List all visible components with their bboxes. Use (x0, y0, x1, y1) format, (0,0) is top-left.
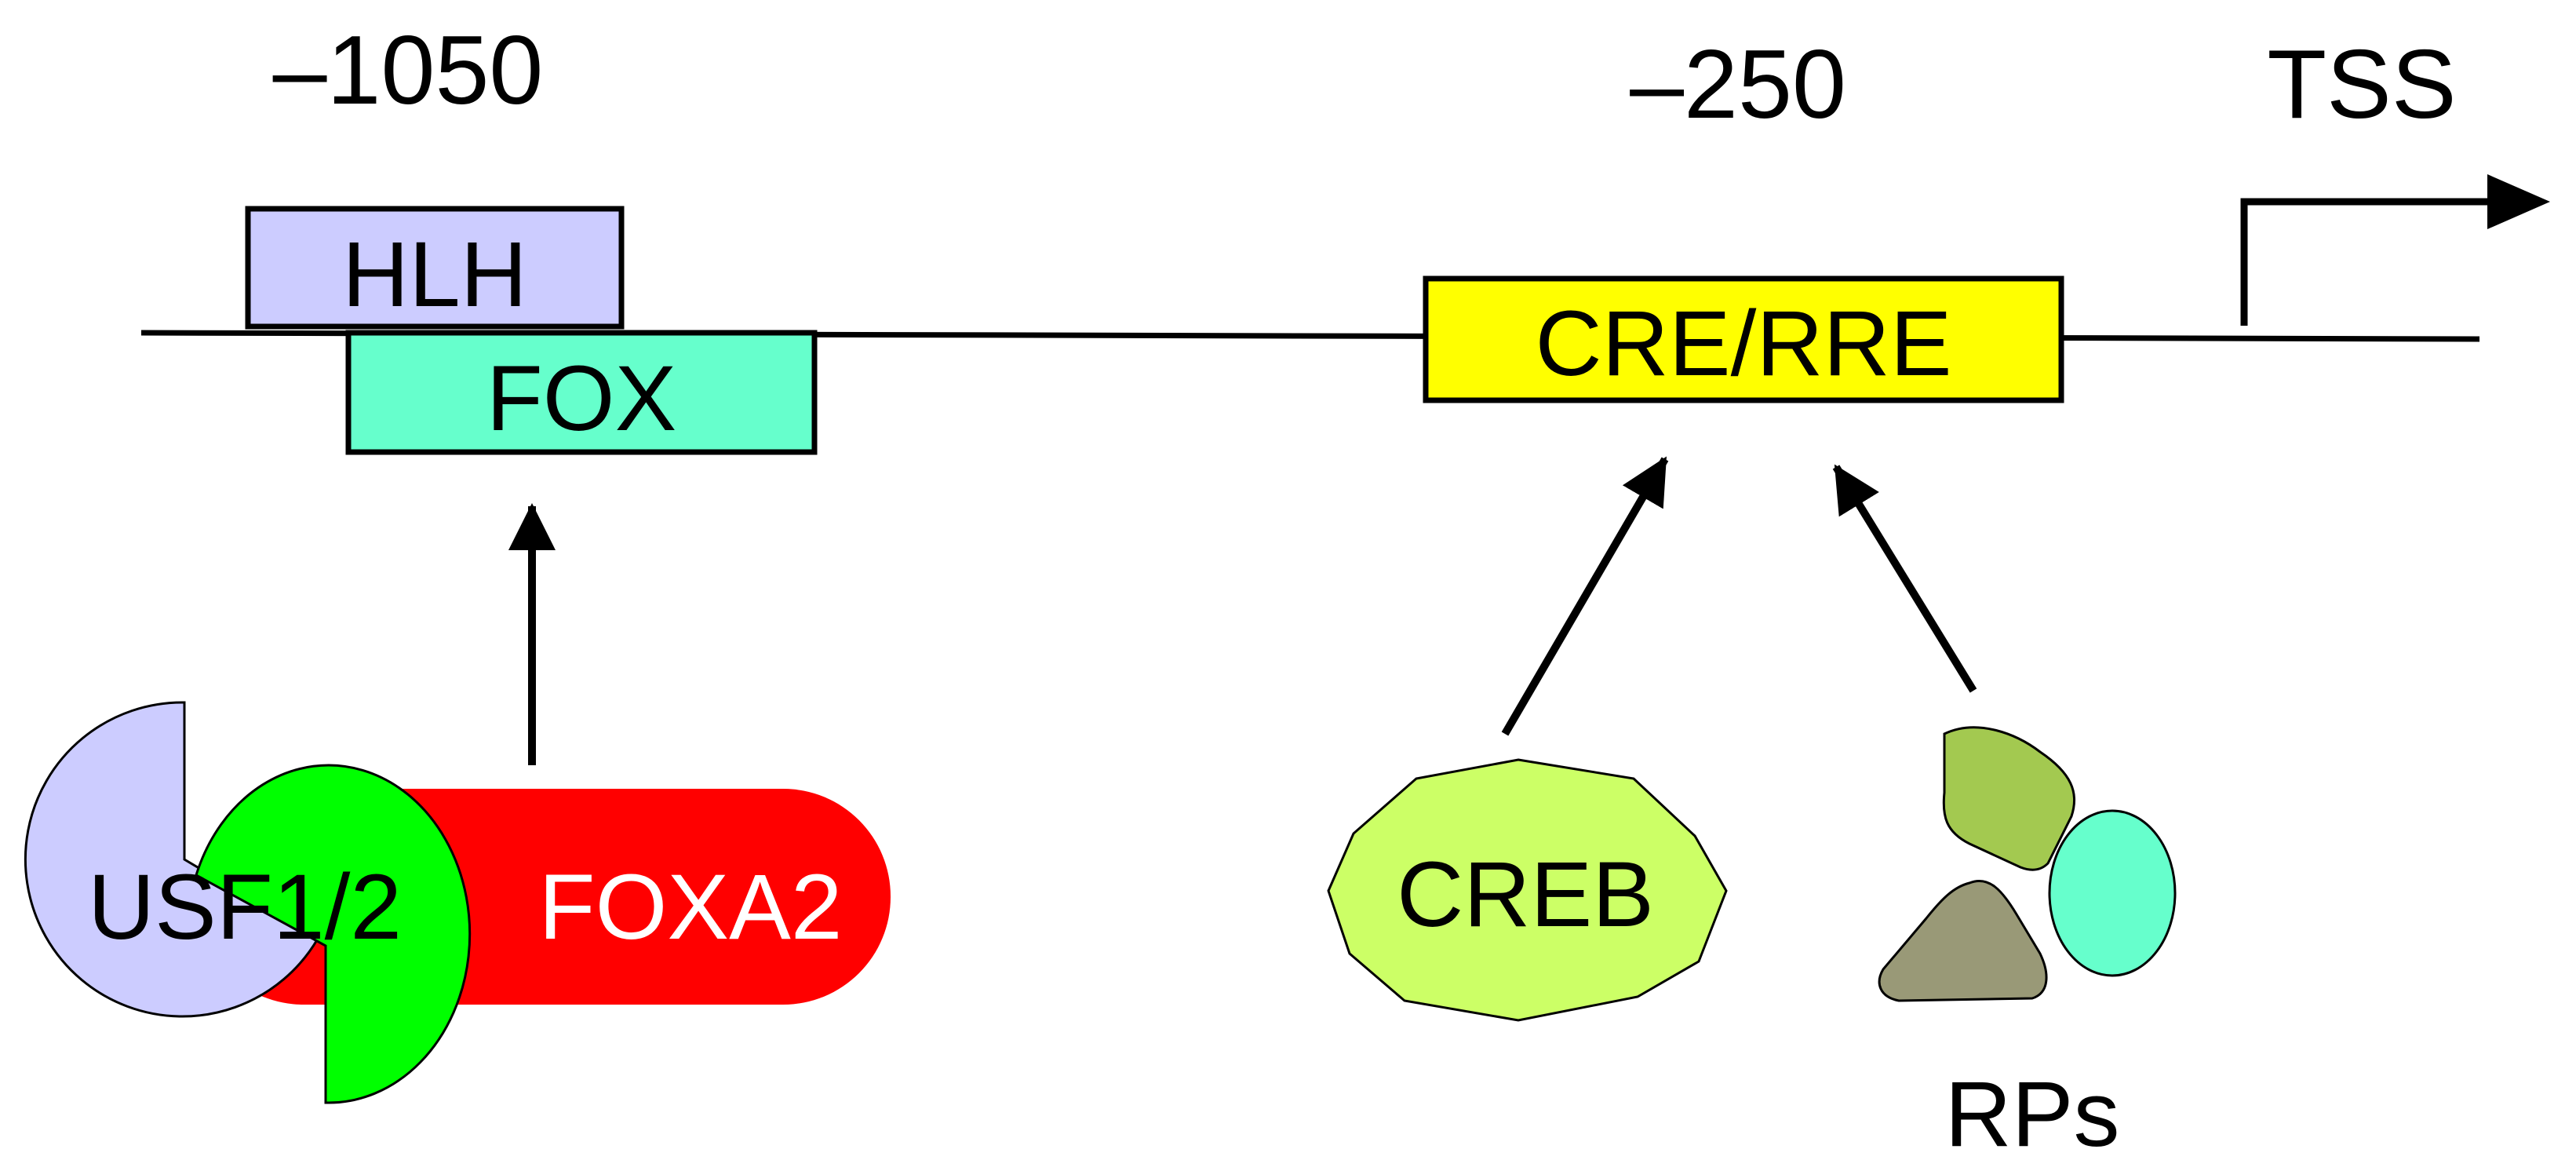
creb-label: CREB (1397, 843, 1654, 947)
foxa2-label: FOXA2 (539, 855, 843, 959)
rp-khaki-shape (1878, 879, 2048, 1002)
usf-protein (24, 701, 320, 1018)
green-protein (195, 764, 472, 1104)
rps-binding-arrow (1832, 464, 1977, 693)
fox-label: FOX (486, 347, 677, 451)
position-label-1050: –1050 (273, 16, 544, 125)
hlh-label: HLH (342, 223, 527, 326)
tss-label: TSS (2267, 31, 2456, 139)
rp-olive-shape (1942, 726, 2076, 871)
tss-arrowhead (2487, 174, 2550, 229)
tss-arrow (2240, 198, 2503, 326)
usf-label: USF1/2 (88, 855, 402, 959)
hlh-element: HLH (245, 206, 625, 330)
cre-rre-label: CRE/RRE (1535, 292, 1951, 396)
fox-element: FOX (345, 330, 818, 455)
cre-rre-element: CRE/RRE (1423, 275, 2064, 403)
creb-binding-arrow (1501, 456, 1669, 736)
rps-proteins: RPs (1878, 726, 2177, 1166)
position-label-250: –250 (1630, 31, 1846, 139)
creb-protein: CREB (1327, 758, 1728, 1022)
rps-label: RPs (1945, 1063, 2120, 1166)
rp-teal-shape (2048, 809, 2177, 977)
